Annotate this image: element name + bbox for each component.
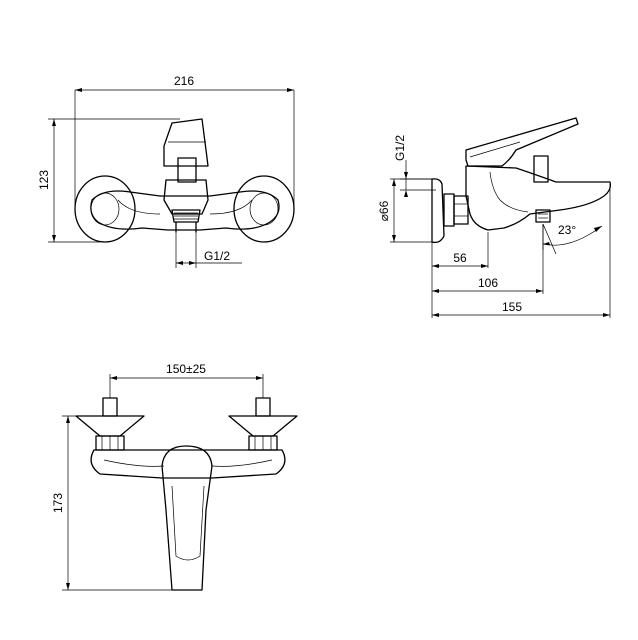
dim-front-height: 123	[37, 170, 51, 190]
bottom-lever	[161, 445, 213, 591]
front-right-rosette	[233, 175, 295, 243]
dim-spout-angle: 23°	[558, 223, 576, 237]
dim-side-106: 106	[478, 276, 498, 290]
side-rosette	[431, 178, 445, 244]
front-view: 216 123 G1/2	[37, 74, 295, 268]
bottom-body	[90, 449, 286, 479]
bottom-view: 150±25 173	[51, 362, 298, 591]
front-left-rosette	[74, 175, 136, 243]
dim-front-width: 216	[174, 74, 194, 88]
dim-front-thread: G1/2	[204, 249, 230, 263]
svg-text:⌀66: ⌀66	[377, 200, 391, 221]
dim-bottom-height: 173	[51, 493, 65, 513]
dim-diameter-symbol: ⌀	[377, 214, 391, 221]
side-view: G1/2 ⌀66 56 106 155	[377, 117, 612, 318]
side-lever	[465, 117, 579, 167]
dim-side-diameter: 66	[377, 200, 391, 214]
front-body	[90, 190, 280, 231]
dim-side-56: 56	[453, 251, 467, 265]
dim-bottom-spacing: 150±25	[166, 362, 206, 376]
dim-side-155: 155	[502, 300, 522, 314]
dim-side-thread: G1/2	[393, 135, 407, 161]
front-lever	[163, 118, 209, 167]
side-body	[465, 165, 612, 231]
